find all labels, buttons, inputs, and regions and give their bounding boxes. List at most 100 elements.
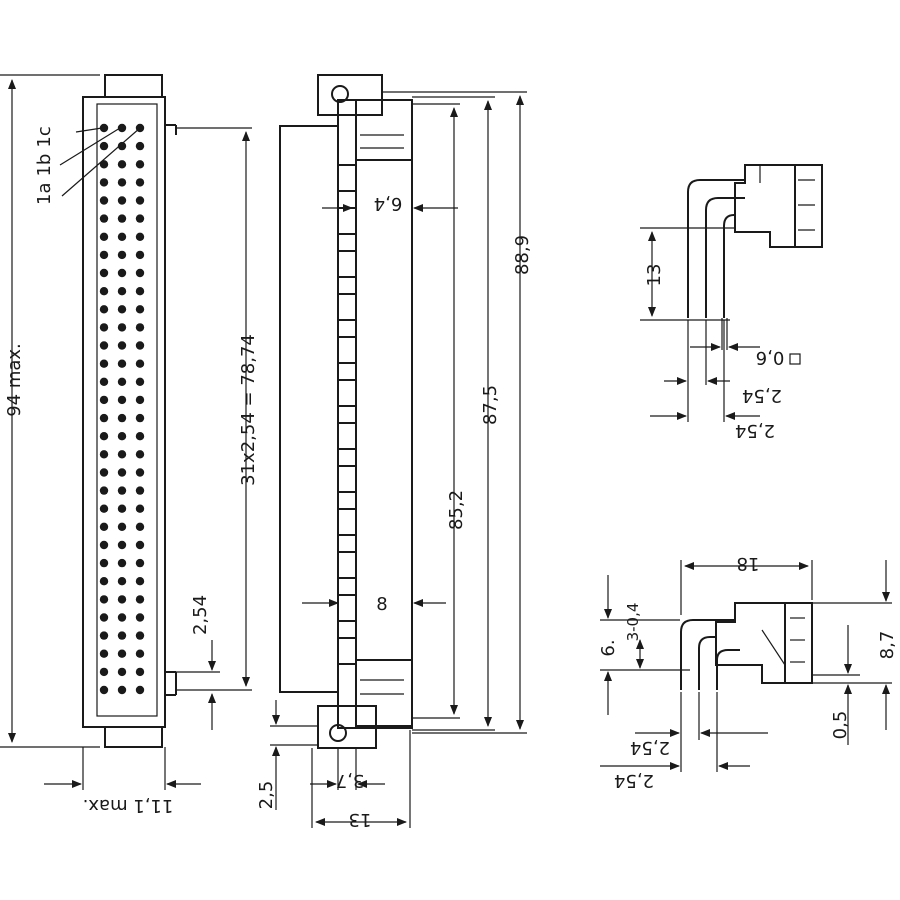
pin-contact [135, 649, 145, 658]
pin-contact [135, 486, 145, 495]
detail-top-pin-2 [705, 197, 745, 318]
pin-contact [117, 613, 127, 622]
detail-top-pin-1 [687, 179, 745, 318]
pin-contact [117, 250, 127, 260]
pin-contact [99, 123, 109, 133]
pin-contact [135, 432, 145, 441]
pin-contact [135, 685, 145, 695]
dim-2-5-label: 2,5 [256, 781, 277, 810]
pin-contact [117, 432, 127, 441]
pin-contact [135, 287, 145, 296]
pin-contact [99, 413, 109, 423]
pin-contact [99, 432, 109, 441]
detail-bottom-dim-18: 18 [737, 553, 760, 574]
pin-contact [135, 160, 145, 169]
dim-88-9-label: 88,9 [512, 235, 533, 275]
detail-bottom-pitch-b: 2,54 [614, 770, 654, 791]
pin-contact [117, 359, 127, 368]
pin-contact [117, 395, 127, 405]
pin-contact [135, 595, 145, 604]
side-tooth [337, 551, 357, 579]
pin-contact [99, 395, 109, 405]
pin-contact [135, 178, 145, 187]
detail-bottom-housing [715, 602, 813, 684]
pin-contact [117, 649, 127, 658]
pin-contact [117, 631, 127, 640]
side-tooth [337, 207, 357, 235]
side-tooth [337, 422, 357, 450]
pin-labels: 1a1b1c [34, 126, 55, 205]
pin-contact [135, 468, 145, 477]
side-tooth [337, 164, 357, 192]
side-teeth [337, 164, 357, 665]
pin-contact [117, 268, 127, 278]
dim-87-5-label: 87,5 [480, 385, 501, 425]
pin-contact [99, 178, 109, 187]
pin-contact [117, 305, 127, 314]
dim-3-7-label: 3,7 [336, 770, 365, 791]
pin-contact [117, 214, 127, 223]
pin-contact [135, 413, 145, 423]
pin-contact [117, 595, 127, 604]
side-tooth [337, 508, 357, 536]
side-top-flange [317, 74, 383, 116]
side-tooth [337, 293, 357, 321]
pin-contact [99, 613, 109, 622]
side-tooth [337, 379, 357, 407]
side-tooth [337, 637, 357, 665]
dim-pitch-label: 2,54 [190, 595, 211, 635]
pin-label-1b: 1b [34, 154, 55, 177]
side-bottom-insulator [355, 659, 413, 727]
side-back-plate [279, 125, 339, 693]
pin-contact [99, 595, 109, 604]
front-inner-frame [96, 103, 158, 717]
pin-contact [135, 558, 145, 568]
pin-contact [135, 667, 145, 677]
pin-contact [135, 631, 145, 640]
pin-contact [117, 141, 127, 151]
pin-contact [99, 649, 109, 658]
pin-contact [99, 577, 109, 586]
square-symbol [789, 353, 801, 365]
detail-bottom-pin-1 [680, 619, 735, 690]
pin-contact [99, 141, 109, 151]
detail-bottom-dim-8-7: 8,7 [877, 631, 898, 660]
dim-13-label: 13 [349, 809, 372, 830]
pin-contact [99, 323, 109, 332]
pin-contact [99, 522, 109, 531]
detail-bottom-dim-0-5: 0,5 [830, 711, 851, 740]
pin-contact [135, 323, 145, 332]
pin-contact [117, 341, 127, 350]
pin-contact [135, 540, 145, 550]
pin-contact [135, 504, 145, 513]
pin-contact [135, 250, 145, 260]
pin-label-1a: 1a [34, 183, 55, 205]
pin-contact [99, 214, 109, 223]
pin-contact [117, 504, 127, 513]
pin-contact [117, 287, 127, 296]
pin-contact [117, 667, 127, 677]
detail-top-pitch-b: 2,54 [735, 420, 775, 441]
pin-contact [99, 250, 109, 260]
detail-top-pitch-a: 2,54 [742, 385, 782, 406]
side-view: 6,4 8 85,2 87,5 88,9 2,5 3,7 [256, 74, 533, 830]
pin-contact [135, 450, 145, 459]
pin-contact [117, 450, 127, 459]
pin-contact [99, 486, 109, 495]
pin-contact [99, 359, 109, 368]
pin-contact [135, 341, 145, 350]
dim-span-label: 31x2,54 = 78,74 [238, 334, 259, 486]
side-top-insulator [355, 99, 413, 161]
dim-94-label: 94 max. [4, 343, 25, 417]
pin-contact [99, 377, 109, 386]
dim-85-2-label: 85,2 [446, 490, 467, 530]
detail-top-housing [734, 164, 823, 248]
pin-contact [99, 305, 109, 314]
pin-contact [117, 558, 127, 568]
pin-contact [99, 196, 109, 205]
pin-contact [117, 377, 127, 386]
detail-bottom: 18 6. 3-0,4 8,7 0,5 2,54 2,54 [598, 553, 898, 791]
pin-contact [135, 577, 145, 586]
pin-contact [117, 323, 127, 332]
